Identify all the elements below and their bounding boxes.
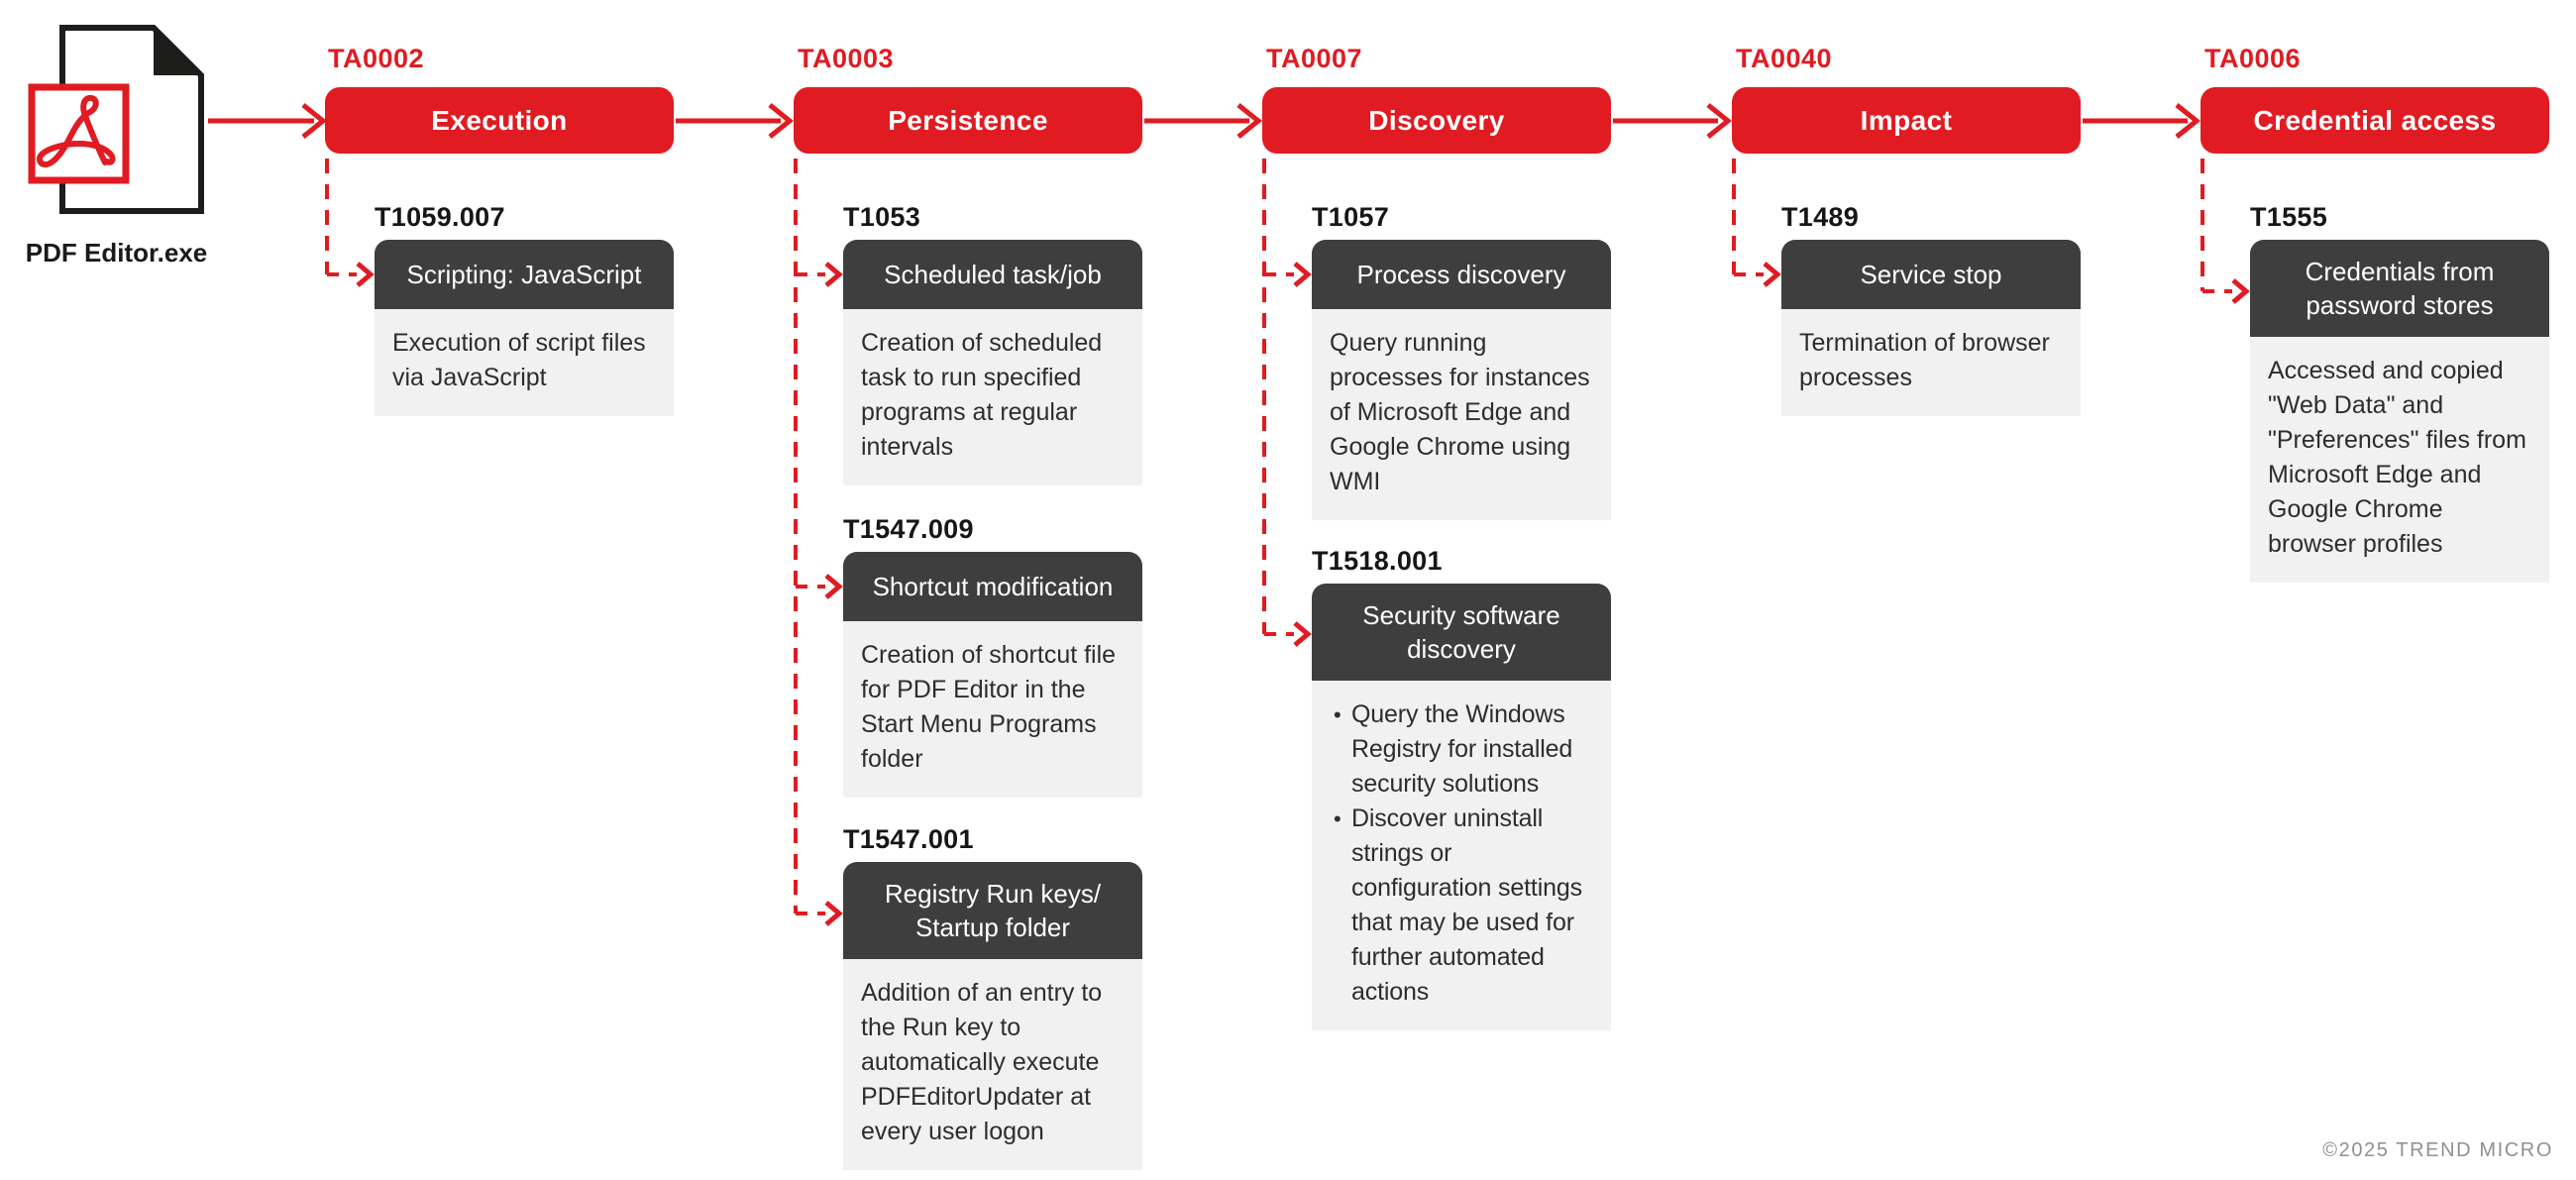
technique-card: Scheduled task/job Creation of scheduled… [843, 240, 1142, 485]
acrobat-logo [37, 94, 116, 167]
tactic-box-impact: Impact [1732, 87, 2081, 154]
arrow-execution-to-persistence [676, 103, 795, 139]
technique-title: Scripting: JavaScript [375, 240, 674, 309]
tactic-box-persistence: Persistence [794, 87, 1142, 154]
technique-description: Execution of script files via JavaScript [375, 309, 674, 416]
technique-card: Credentials from password stores Accesse… [2250, 240, 2549, 583]
technique-card: Service stop Termination of browser proc… [1781, 240, 2081, 416]
technique-id-label: T1547.001 [843, 824, 974, 854]
arrow-file-to-execution [208, 103, 328, 139]
technique-title: Registry Run keys/ Startup folder [843, 862, 1142, 959]
tactic-id-label: TA0006 [2204, 44, 2302, 73]
tactic-id-label: TA0003 [798, 44, 895, 73]
technique-id-label: T1059.007 [375, 202, 505, 232]
technique-title: Scheduled task/job [843, 240, 1142, 309]
arrow-impact-to-credential-access [2083, 103, 2201, 139]
source-file-label: PDF Editor.exe [25, 238, 208, 268]
arrow-discovery-to-impact [1613, 103, 1733, 139]
copyright-notice: ©2025 TREND MICRO [2322, 1139, 2553, 1161]
tactic-box-execution: Execution [325, 87, 674, 154]
technique-id-label: T1489 [1781, 202, 1860, 232]
technique-bullet-list: Query the Windows Registry for installed… [1330, 697, 1593, 1010]
technique-description: Query running processes for instances of… [1312, 309, 1611, 520]
tactic-id-label: TA0002 [328, 44, 425, 73]
tactic-id-label: TA0040 [1736, 44, 1833, 73]
technique-title: Shortcut modification [843, 552, 1142, 621]
technique-title: Service stop [1781, 240, 2081, 309]
technique-id-label: T1518.001 [1312, 546, 1443, 576]
dashed-connector-discovery [1262, 159, 1312, 647]
technique-title: Process discovery [1312, 240, 1611, 309]
technique-description: Query the Windows Registry for installed… [1312, 681, 1611, 1030]
technique-id-label: T1547.009 [843, 514, 974, 544]
technique-description: Creation of scheduled task to run specif… [843, 309, 1142, 485]
tactic-id-label: TA0007 [1266, 44, 1363, 73]
dashed-connector-persistence [794, 159, 843, 926]
pdf-file-icon [28, 25, 204, 214]
technique-card: Security software discovery Query the Wi… [1312, 584, 1611, 1030]
tactic-box-discovery: Discovery [1262, 87, 1611, 154]
arrow-persistence-to-discovery [1144, 103, 1263, 139]
document-fold-corner [154, 28, 201, 75]
bullet-item: Query the Windows Registry for installed… [1334, 697, 1593, 802]
dashed-connector-execution [325, 159, 375, 287]
technique-card: Process discovery Query running processe… [1312, 240, 1611, 520]
technique-id-label: T1057 [1312, 202, 1390, 232]
bullet-item: Discover uninstall strings or configurat… [1334, 802, 1593, 1010]
technique-description: Addition of an entry to the Run key to a… [843, 959, 1142, 1170]
technique-title: Security software discovery [1312, 584, 1611, 681]
technique-card: Registry Run keys/ Startup folder Additi… [843, 862, 1142, 1170]
technique-description: Termination of browser processes [1781, 309, 2081, 416]
technique-description: Accessed and copied "Web Data" and "Pref… [2250, 337, 2549, 583]
technique-title: Credentials from password stores [2250, 240, 2549, 337]
technique-id-label: T1053 [843, 202, 921, 232]
tactic-box-credential-access: Credential access [2200, 87, 2549, 154]
dashed-connector-credential-access [2200, 159, 2250, 304]
technique-id-label: T1555 [2250, 202, 2328, 232]
dashed-connector-impact [1732, 159, 1781, 287]
technique-description: Creation of shortcut file for PDF Editor… [843, 621, 1142, 798]
technique-card: Shortcut modification Creation of shortc… [843, 552, 1142, 798]
technique-card: Scripting: JavaScript Execution of scrip… [375, 240, 674, 416]
